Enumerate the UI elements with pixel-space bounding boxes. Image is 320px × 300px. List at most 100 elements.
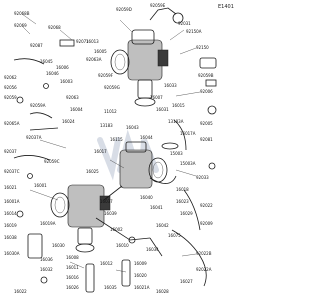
part-label: 92022 <box>200 203 213 208</box>
part-label: 16037 <box>100 199 113 204</box>
part-label: 92022B <box>196 251 212 256</box>
part-label: 92022A <box>196 267 212 272</box>
hoses <box>13 58 207 293</box>
part-label: 92031 <box>178 21 191 26</box>
part-label: 16023 <box>176 199 189 204</box>
part-label: 16006 <box>56 65 69 70</box>
part-label: 16044 <box>140 135 153 140</box>
part-label: 92150 <box>196 45 209 50</box>
part-label: 16041 <box>150 205 163 210</box>
part-label: 92059F <box>98 73 114 78</box>
part-label: 16024 <box>62 119 75 124</box>
part-label: 16009 <box>134 261 147 266</box>
part-label: 92081 <box>200 137 213 142</box>
part-label: 13183 <box>100 123 113 128</box>
part-label: 92056 <box>4 85 17 90</box>
part-label: 92150A <box>186 29 202 34</box>
carburetor-exploded-diagram: E1401 92068B 92069 92068 92071 92087 920… <box>4 3 234 294</box>
part-label: 16012 <box>100 261 113 266</box>
part-label: 16046 <box>46 71 59 76</box>
part-label: 16042 <box>156 223 169 228</box>
part-label: 16028 <box>156 289 169 294</box>
diagram-drawing <box>13 7 217 293</box>
part-label: 92006 <box>200 89 213 94</box>
small-parts <box>16 39 217 284</box>
part-label: 16019 <box>4 223 17 228</box>
part-label: 16032 <box>40 267 53 272</box>
part-label: 15003 <box>170 151 183 156</box>
part-label: 92005 <box>200 121 213 126</box>
part-label: 16040 <box>140 195 153 200</box>
part-label: 13183A <box>168 119 184 124</box>
part-label: 16019A <box>40 221 56 226</box>
part-label: 16021 <box>4 185 17 190</box>
part-label: 16027 <box>180 279 193 284</box>
part-label: 16014 <box>4 211 17 216</box>
part-label: 16001 <box>34 183 47 188</box>
part-label: 16004 <box>70 107 83 112</box>
part-label: 16018 <box>176 187 189 192</box>
part-label: 16033 <box>164 83 177 88</box>
part-label: 92063 <box>66 95 79 100</box>
part-label: 16020 <box>134 273 147 278</box>
leader-lines <box>21 13 201 273</box>
part-label: 92069 <box>14 23 27 28</box>
part-label: 92071 <box>76 39 89 44</box>
lower-carburetor <box>119 141 179 189</box>
part-label: 16017 <box>94 149 107 154</box>
part-label: 16001A <box>4 199 20 204</box>
part-label: 16036 <box>40 257 53 262</box>
part-label: 16030A <box>4 251 20 256</box>
part-label: 16005 <box>94 49 107 54</box>
part-label: 16029 <box>180 211 193 216</box>
part-label: 16013 <box>86 39 99 44</box>
upper-carburetor <box>110 7 184 107</box>
page-code: E1401 <box>218 4 234 10</box>
part-label: 16026 <box>66 285 79 290</box>
part-label: 92037A <box>26 135 42 140</box>
part-label: 16043 <box>126 125 139 130</box>
part-label: 92059B <box>198 73 214 78</box>
part-label: 16075 <box>168 233 181 238</box>
part-label: 92059G <box>104 85 120 90</box>
part-label: 16021A <box>134 285 150 290</box>
part-label: 16039 <box>104 211 117 216</box>
part-label: 16038 <box>4 235 17 240</box>
part-label: 92059E <box>150 3 166 8</box>
part-label: 92068 <box>48 25 61 30</box>
part-label: 92037 <box>4 149 17 154</box>
part-label: 92059D <box>116 7 132 12</box>
part-label: 16045 <box>40 59 53 64</box>
part-label: 16025 <box>86 169 99 174</box>
part-label: 92059 <box>4 95 17 100</box>
part-label: 92059C <box>44 159 60 164</box>
part-label: 16002 <box>110 227 123 232</box>
part-label: 92059A <box>30 103 46 108</box>
part-label: 16034 <box>146 247 159 252</box>
part-label: 92033 <box>196 175 209 180</box>
throttle-linkage <box>95 185 163 257</box>
part-label: 92063A <box>86 57 102 62</box>
part-label: 16030 <box>52 243 65 248</box>
left-carburetor <box>50 184 111 253</box>
part-label: 16031 <box>156 107 169 112</box>
part-label: 16015 <box>172 103 185 108</box>
part-label: 92062 <box>4 75 17 80</box>
part-label: 16010 <box>116 243 129 248</box>
part-label: 16115 <box>110 137 123 142</box>
part-label: 92068B <box>14 11 30 16</box>
part-label: 16008 <box>66 255 79 260</box>
part-label: 16003 <box>60 79 73 84</box>
part-label: 16011 <box>66 265 79 270</box>
part-label: 16007 <box>150 95 163 100</box>
part-label: 11012 <box>104 109 117 114</box>
part-label: 92087 <box>30 43 43 48</box>
part-label: 92037C <box>4 169 20 174</box>
part-label: 92009 <box>200 221 213 226</box>
part-label: 15003A <box>180 161 196 166</box>
part-label: 16035 <box>104 285 117 290</box>
part-label: 16017A <box>180 131 196 136</box>
part-label: 92065A <box>4 121 20 126</box>
part-label: 16016 <box>66 275 79 280</box>
part-label: 16022 <box>14 289 27 294</box>
